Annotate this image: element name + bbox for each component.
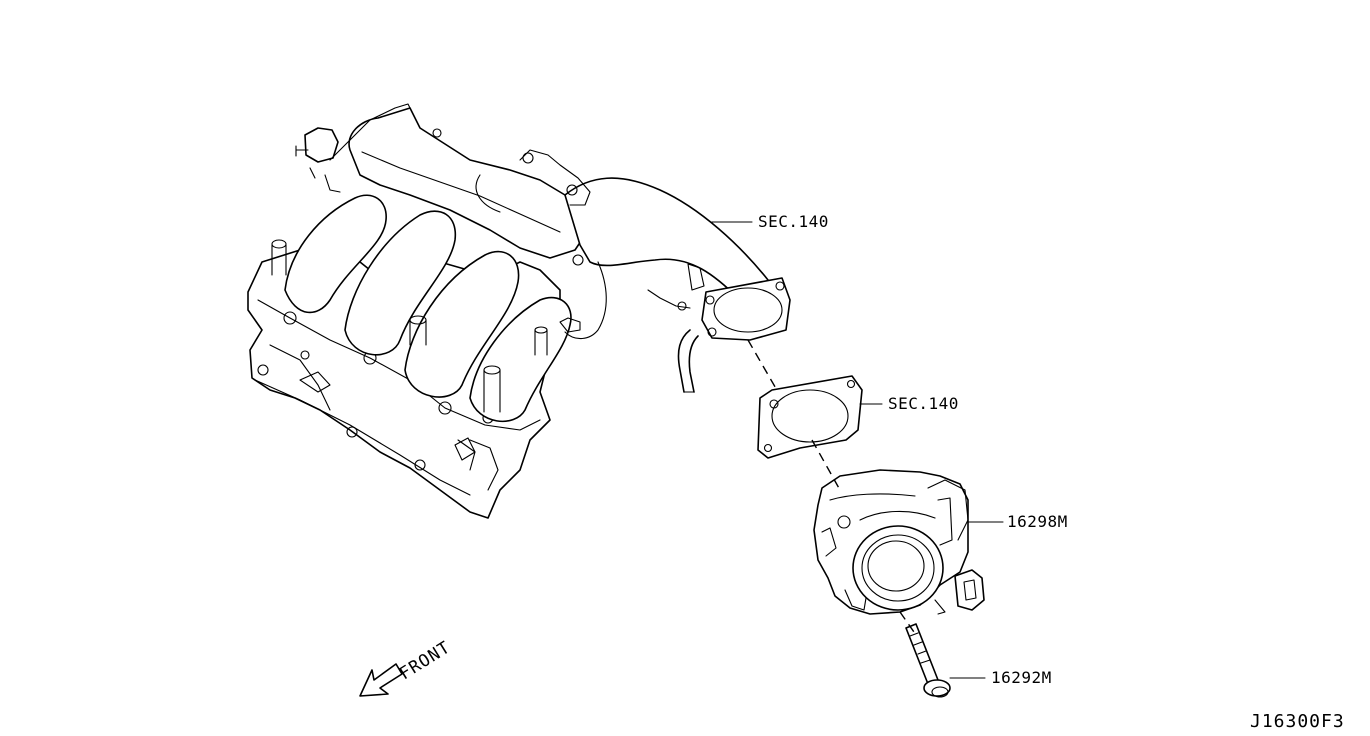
mounting-bolt — [905, 623, 951, 698]
vacuum-hose — [647, 263, 705, 393]
throttle-gasket — [757, 375, 863, 459]
assembly-centerline — [747, 339, 915, 633]
callout-sec140-gasket: SEC.140 — [888, 394, 959, 413]
throttle-body — [813, 469, 985, 615]
intake-manifold — [247, 103, 781, 519]
callout-bolt: 16292M — [991, 668, 1052, 687]
callout-sec140-upper: SEC.140 — [758, 212, 829, 231]
front-arrow-icon — [359, 663, 403, 697]
manifold-throttle-flange — [701, 277, 791, 341]
front-direction-indicator: FRONT — [359, 638, 454, 697]
diagram-code: J16300F3 — [1250, 711, 1345, 732]
callout-throttle-body: 16298M — [1007, 512, 1068, 531]
front-label: FRONT — [396, 638, 454, 685]
